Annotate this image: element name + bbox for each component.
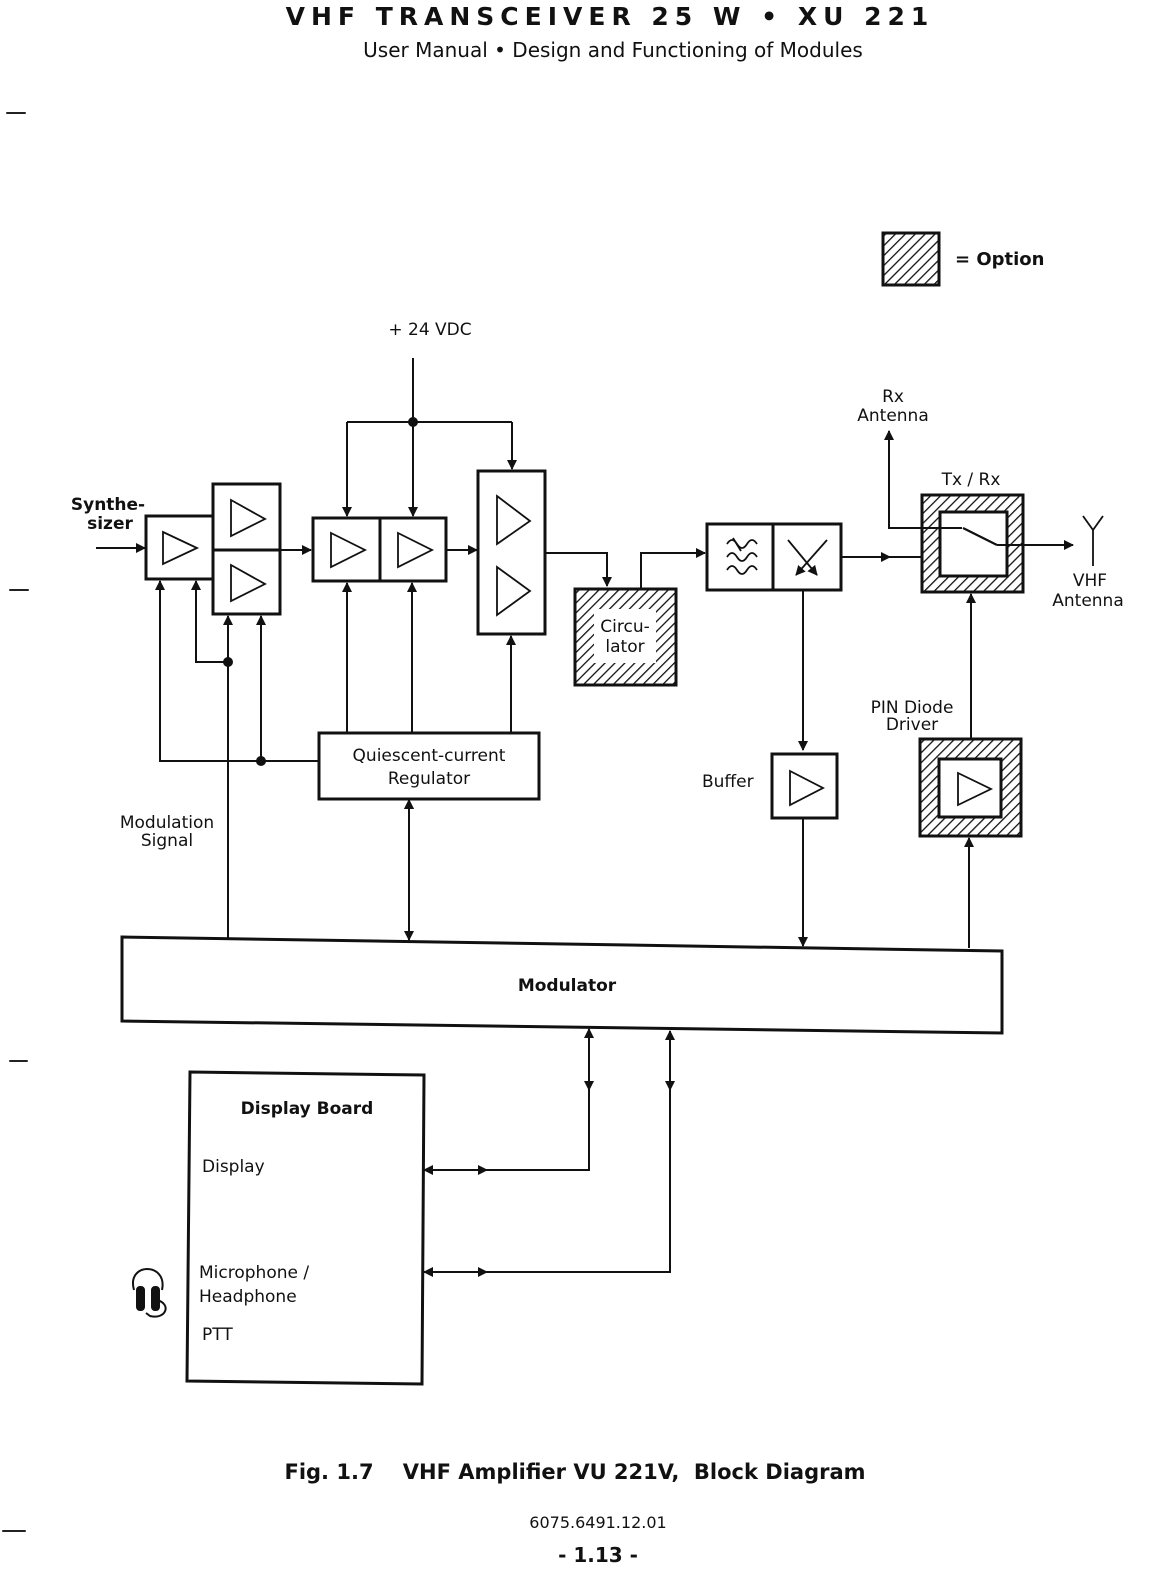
junction-dot	[256, 756, 266, 766]
amplifier-triangle-icon	[397, 531, 435, 569]
display-board-title: Display Board	[241, 1099, 374, 1119]
edge-mark	[9, 1060, 28, 1062]
modulation-line	[191, 580, 228, 663]
amplifier-triangle-icon	[789, 769, 825, 807]
amplifier-triangle-icon	[162, 530, 200, 566]
power-bus	[342, 358, 517, 517]
pin-driver-label: PIN Diode	[871, 698, 954, 718]
display-board-item-display: Display	[202, 1157, 265, 1177]
switch-icon	[962, 527, 998, 546]
txrx-switch-block	[920, 493, 1025, 594]
modulator-block	[120, 935, 1004, 1035]
regulator-block	[317, 731, 541, 801]
display-board-block	[185, 1070, 426, 1386]
document-title: VHF TRANSCEIVER 25 W • XU 221	[285, 2, 935, 31]
lowpass-filter-icon	[726, 537, 758, 575]
page-number: - 1.13 -	[558, 1543, 638, 1567]
power-label: + 24 VDC	[388, 320, 471, 340]
pin-diode-driver-block	[918, 737, 1023, 838]
rx-antenna-label: Rx	[882, 387, 904, 407]
buffer-label: Buffer	[702, 772, 754, 792]
modulator-label: Modulator	[518, 976, 617, 996]
edge-mark	[2, 1530, 26, 1532]
synthesizer-label: Synthe-	[71, 495, 145, 515]
amplifier-triangle-icon	[496, 565, 532, 617]
rx-antenna-label-2: Antenna	[857, 406, 929, 426]
amplifier-triangle-icon	[496, 494, 532, 546]
amplifier-triangle-icon	[330, 531, 368, 569]
junction-dot	[223, 657, 233, 667]
bias-line	[155, 580, 319, 762]
synthesizer-label-2: sizer	[87, 514, 133, 534]
amplifier-triangle-icon	[230, 563, 267, 603]
legend-option	[881, 231, 941, 287]
hatched-box-icon	[881, 231, 941, 287]
amplifier-triangle-icon	[230, 498, 267, 538]
vhf-antenna-label: VHF	[1073, 571, 1107, 591]
audio-line	[423, 1090, 671, 1277]
document-subtitle: User Manual • Design and Functioning of …	[363, 38, 863, 62]
legend-label: = Option	[955, 249, 1045, 270]
document-number: 6075.6491.12.01	[529, 1513, 667, 1532]
circulator-block	[573, 587, 678, 687]
predriver-amplifier-block	[311, 516, 448, 583]
rx-antenna-line	[884, 430, 962, 529]
vhf-antenna-label-2: Antenna	[1052, 591, 1124, 611]
circulator-label-2: lator	[605, 637, 644, 657]
driver-amplifier-block	[144, 514, 215, 581]
headset-icon	[132, 1268, 167, 1318]
junction-dot	[408, 417, 418, 427]
signal-line	[545, 552, 612, 587]
directional-coupler-icon	[787, 539, 828, 576]
pin-driver-label-2: Driver	[886, 715, 938, 735]
filter-coupler-block	[705, 522, 843, 592]
display-line	[423, 1090, 590, 1175]
modulation-signal-label-2: Signal	[141, 831, 193, 851]
display-board-item-microphone: Microphone /	[199, 1263, 309, 1283]
regulator-label: Quiescent-current	[353, 746, 506, 766]
modulation-signal-label: Modulation	[120, 813, 214, 833]
txrx-label: Tx / Rx	[941, 470, 1001, 490]
display-board-item-headphone: Headphone	[199, 1287, 297, 1307]
regulator-label-2: Regulator	[388, 769, 470, 789]
circulator-label: Circu-	[600, 617, 649, 637]
amplifier-triangle-icon	[957, 771, 994, 807]
display-board-item-ptt: PTT	[202, 1325, 233, 1345]
edge-mark	[6, 112, 26, 114]
edge-mark	[9, 589, 29, 591]
buffer-block	[770, 752, 839, 820]
twin-amplifier-block	[211, 482, 282, 616]
signal-line	[640, 548, 706, 589]
antenna-icon	[1082, 515, 1104, 566]
final-amplifier-block	[476, 469, 547, 636]
figure-caption: Fig. 1.7 VHF Amplifier VU 221V, Block Di…	[284, 1460, 866, 1484]
